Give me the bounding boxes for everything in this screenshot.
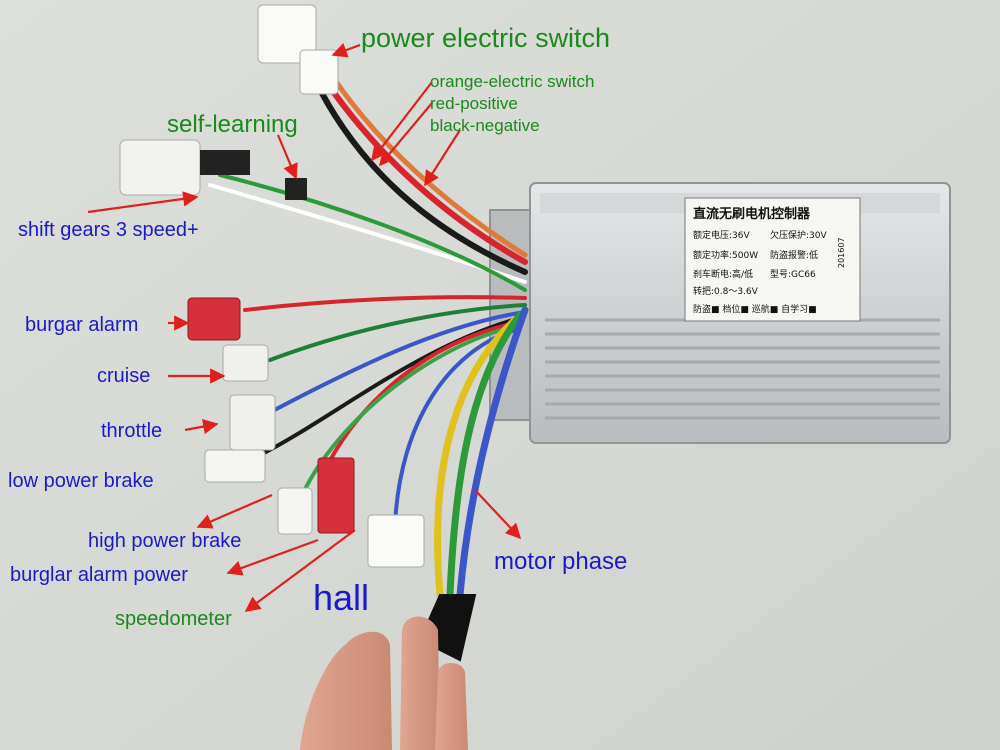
controller-spec-3b: 型号:GC66	[770, 270, 816, 280]
label-speedometer: speedometer	[115, 608, 232, 630]
shift-gears-connector	[119, 139, 201, 196]
controller-spec-3a: 刹车断电:高/低	[693, 270, 754, 280]
throttle-connector	[229, 394, 276, 451]
label-low-power-brake: low power brake	[8, 470, 154, 492]
controller-spec-5a: 防盗■ 档位■ 巡航■ 自学习■	[693, 305, 817, 315]
label-power-electric-switch: power electric switch	[361, 23, 611, 53]
controller-spec-4a: 转把:0.8～3.6V	[693, 287, 758, 297]
label-burglar-alarm-power: burglar alarm power	[10, 564, 188, 586]
label-throttle: throttle	[101, 420, 163, 442]
hall-connector	[367, 514, 425, 568]
alarm-power-connector	[317, 457, 355, 534]
high-power-brake-connector	[277, 487, 313, 535]
controller-title: 直流无刷电机控制器	[693, 207, 811, 222]
controller-spec-2b: 防盗报警:低	[770, 251, 819, 261]
power-switch-connector	[257, 4, 317, 64]
hand	[300, 616, 468, 750]
controller-box	[489, 182, 951, 444]
connectors	[119, 4, 425, 568]
controller-date-code: 201607	[837, 237, 846, 268]
annotation-arrows	[87, 42, 522, 612]
label-motor-phase: motor phase	[494, 548, 628, 575]
label-black-negative: black-negative	[430, 116, 540, 135]
label-cruise: cruise	[97, 365, 151, 387]
label-burgar-alarm: burgar alarm	[25, 314, 139, 336]
controller-spec-2a: 额定功率:500W	[693, 251, 759, 261]
controller-spec-1a: 额定电压:36V	[693, 231, 750, 241]
label-shift-gears: shift gears 3 speed+	[18, 219, 199, 241]
label-hall: hall	[313, 577, 370, 618]
low-power-brake-connector	[204, 449, 266, 483]
controller-spec-1b: 欠压保护:30V	[770, 231, 827, 241]
burgar-alarm-connector	[187, 297, 241, 341]
label-high-power-brake: high power brake	[88, 530, 242, 552]
label-self-learning: self-learning	[167, 111, 298, 138]
cruise-connector	[222, 344, 269, 382]
label-red-positive: red-positive	[430, 94, 518, 113]
label-orange-electric-switch: orange-electric switch	[430, 72, 595, 91]
